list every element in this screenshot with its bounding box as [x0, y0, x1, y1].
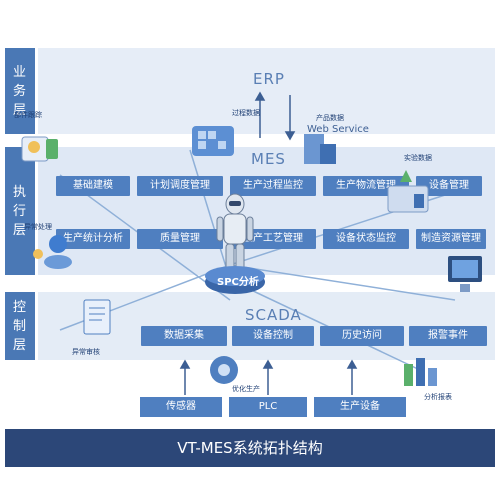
- product-data-icon: [304, 134, 336, 164]
- layer-tag-execution: 执行层: [5, 147, 35, 275]
- connector-line: [229, 279, 421, 371]
- product-data-label: 产品数据: [316, 114, 344, 122]
- connector-line: [229, 264, 456, 301]
- scada-module-alarms[interactable]: 报警事件: [409, 326, 487, 346]
- arrow-head: [179, 359, 191, 369]
- optimize-production-label: 优化生产: [232, 385, 260, 393]
- analysis-report-icon: [404, 358, 437, 386]
- mes-module-quality[interactable]: 质量管理: [137, 229, 223, 249]
- exception-handling-label: 异常处理: [24, 223, 52, 231]
- mes-module-equipment-status[interactable]: 设备状态监控: [323, 229, 409, 249]
- layer-tag-execution-label: 执行层: [13, 184, 28, 238]
- analysis-report-label: 分析报表: [424, 393, 452, 401]
- scada-label: SCADA: [245, 306, 302, 324]
- erp-label: ERP: [253, 70, 285, 88]
- layer-tag-business: 业务层: [5, 48, 35, 134]
- parts-tracking-icon: [21, 136, 58, 162]
- experiment-data-icon: [387, 170, 429, 213]
- arrow-head: [346, 359, 358, 369]
- exception-audit-label: 异常审核: [72, 348, 100, 356]
- web-service-label: Web Service: [307, 124, 369, 135]
- arrow-head: [262, 359, 274, 369]
- page-title: VT-MES系统拓扑结构: [5, 429, 495, 467]
- experiment-data-label: 实验数据: [404, 154, 432, 162]
- monitor-icon: [448, 256, 482, 292]
- spc-label: SPC分析: [217, 277, 259, 288]
- connector-line: [189, 149, 231, 281]
- mes-module-basic-modeling[interactable]: 基础建模: [56, 176, 130, 196]
- spc-platform: [205, 266, 265, 294]
- device-plc[interactable]: PLC: [229, 397, 307, 417]
- mes-module-planning[interactable]: 计划调度管理: [137, 176, 223, 196]
- mes-module-process-monitor[interactable]: 生产过程监控: [230, 176, 316, 196]
- mes-module-resources[interactable]: 制造资源管理: [416, 229, 486, 249]
- exception-handling-icon: [33, 235, 72, 269]
- mes-label: MES: [251, 150, 286, 168]
- robot-icon: [216, 193, 254, 271]
- device-production-equipment[interactable]: 生产设备: [314, 397, 406, 417]
- exception-audit-icon: [83, 299, 111, 335]
- process-data-label: 过程数据: [232, 109, 260, 117]
- layer-tag-control: 控制层: [5, 292, 35, 360]
- parts-tracking-label: 部件跟踪: [14, 111, 42, 119]
- mes-module-statistics[interactable]: 生产统计分析: [56, 229, 130, 249]
- layer-tag-control-label: 控制层: [13, 299, 28, 353]
- arrow-head: [254, 91, 266, 101]
- device-sensor[interactable]: 传感器: [140, 397, 222, 417]
- mes-module-equipment[interactable]: 设备管理: [416, 176, 482, 196]
- arrow-head: [284, 131, 296, 141]
- business-layer-band: [38, 48, 495, 134]
- process-data-icon: [192, 126, 234, 156]
- scada-module-history[interactable]: 历史访问: [320, 326, 404, 346]
- scada-module-equipment-control[interactable]: 设备控制: [232, 326, 314, 346]
- layer-tag-business-label: 业务层: [13, 64, 28, 118]
- optimize-production-icon: [210, 356, 238, 384]
- scada-module-data-collection[interactable]: 数据采集: [141, 326, 227, 346]
